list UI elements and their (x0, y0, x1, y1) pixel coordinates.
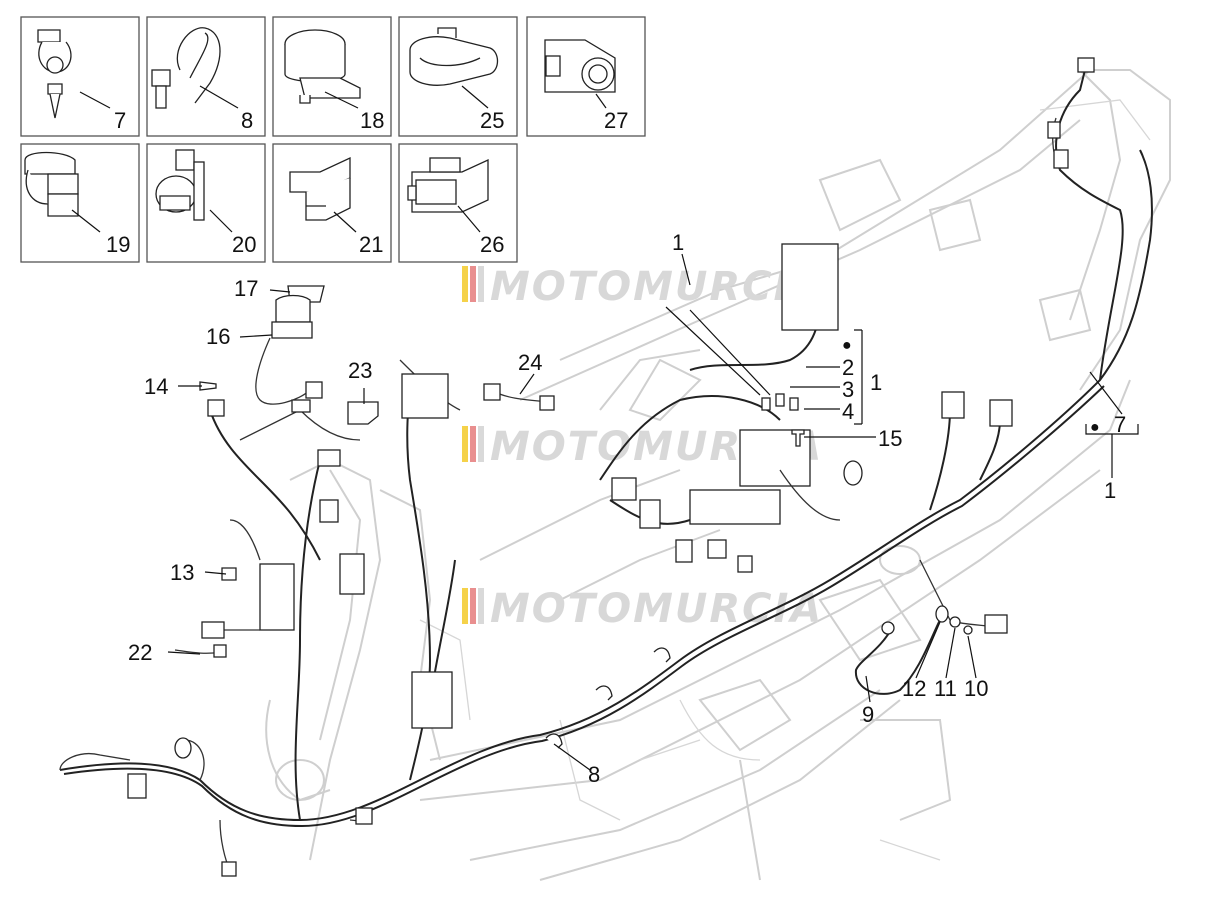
inset-label: 7 (114, 108, 126, 133)
callout-12: 12 (902, 676, 926, 701)
watermark-text: MOTOMURCIA (490, 586, 823, 632)
inset-box-20: 20 (146, 143, 266, 263)
inset-label: 8 (241, 108, 253, 133)
callout-22: 22 (128, 640, 152, 665)
inset-box-8: 8 (146, 16, 266, 137)
control-unit (259, 563, 295, 631)
callout-14: 14 (144, 374, 168, 399)
callout-10: 10 (964, 676, 988, 701)
callout-3: 3 (842, 377, 854, 402)
relay-connector-icon (407, 157, 489, 213)
cable-tie-icon (151, 27, 221, 109)
callout-11: 11 (934, 676, 957, 701)
callout-23: 23 (348, 358, 372, 383)
relay-block (689, 489, 781, 525)
mount-bracket-icon (289, 156, 351, 221)
callout-13: 13 (170, 560, 194, 585)
callout-24: 24 (518, 350, 542, 375)
fuse-box-front (411, 671, 453, 729)
inset-label: 25 (480, 108, 504, 133)
inset-label: 20 (232, 232, 256, 257)
callout-7-right: 7 (1114, 412, 1126, 437)
bracket-marks (854, 329, 862, 425)
inset-box-21: 21 (272, 143, 392, 263)
scooter-frame (265, 69, 1171, 881)
grommet-icon (409, 27, 499, 86)
callout-4: 4 (842, 399, 854, 424)
callout-1-bottom: 1 (1104, 478, 1116, 503)
bulb-socket-icon (155, 149, 205, 221)
inset-grid: 7 8 18 (20, 16, 646, 263)
inset-box-7: 7 (20, 16, 140, 137)
watermark-1: MOTOMURCIA (462, 264, 823, 310)
callout-1-top: 1 (672, 230, 684, 255)
inset-label: 19 (106, 232, 130, 257)
callout-9: 9 (862, 702, 874, 727)
inset-box-18: 18 (272, 16, 392, 137)
holder-clip-icon (24, 151, 79, 217)
callout-2: 2 (842, 355, 854, 380)
cable-clamp-icon (284, 29, 361, 104)
leader-lines (167, 253, 1139, 771)
callout-16: 16 (206, 324, 230, 349)
inset-box-25: 25 (398, 16, 518, 137)
clip-icon (37, 29, 72, 119)
callout-15: 15 (878, 426, 902, 451)
callout-8-bottom: 8 (588, 762, 600, 787)
inset-label: 27 (604, 108, 628, 133)
upper-junction-box (781, 243, 839, 331)
callout-labels: 1 2 3 4 ● 1 15 ● 7 1 17 16 14 23 24 13 2… (128, 230, 1126, 787)
inset-box-19: 19 (20, 143, 140, 263)
inset-label: 18 (360, 108, 384, 133)
callout-bullet-right: ● (1090, 419, 1100, 436)
wiring-harness (59, 57, 1153, 877)
inset-box-27: 27 (526, 16, 646, 137)
inset-label: 21 (359, 232, 383, 257)
connector-cover-icon (544, 39, 616, 93)
inset-box-26: 26 (398, 143, 518, 263)
inset-label: 26 (480, 232, 504, 257)
callout-17: 17 (234, 276, 258, 301)
watermark-text: MOTOMURCIA (490, 264, 823, 310)
callout-bullet-top: ● (842, 337, 852, 354)
callout-1-bracket: 1 (870, 370, 882, 395)
watermark-3: MOTOMURCIA (462, 586, 823, 632)
tail-connector (1077, 57, 1095, 73)
